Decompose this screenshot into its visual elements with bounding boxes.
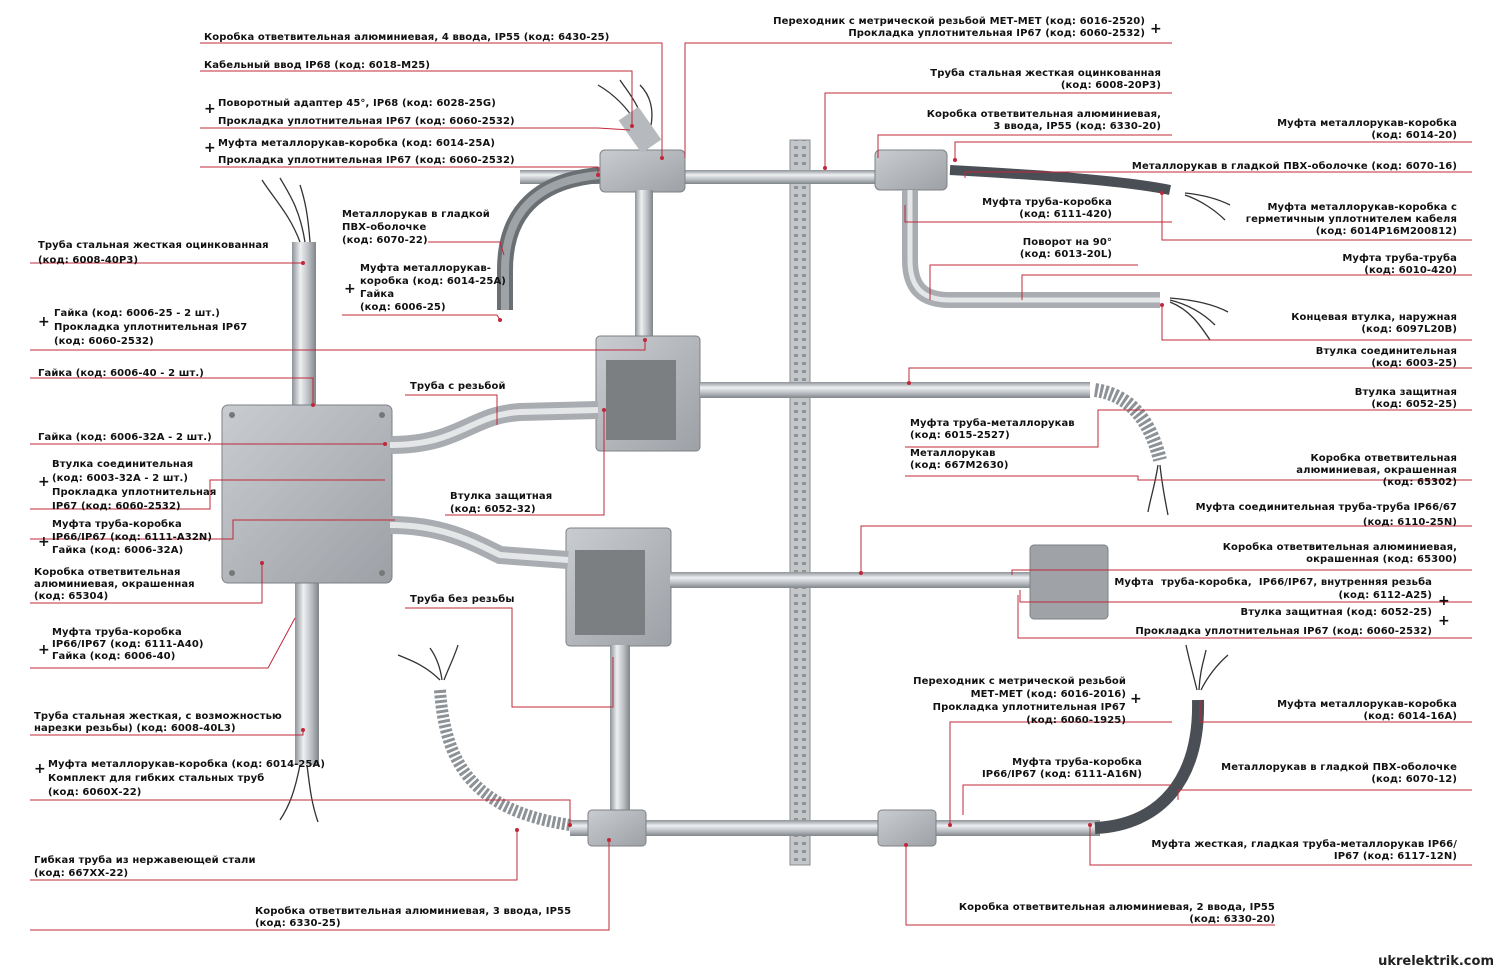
plus-sign: + <box>38 642 50 658</box>
label-painted-box-65304: Коробка ответвительная алюминиевая, окра… <box>34 567 195 602</box>
plus-sign: + <box>1130 691 1142 707</box>
label-stainless-hose: Гибкая труба из нержавеющей стали (код: … <box>34 855 256 879</box>
label-pipe-hose-coupling: Муфта труба-металлорукав (код: 6015-2527… <box>910 418 1075 441</box>
label-protective-bushing-25-top: Втулка защитная (код: 6052-25) <box>1354 387 1457 410</box>
label-pipe-box-coupling-32: Муфта труба-коробка IP66/IP67 (код: 6111… <box>52 519 213 556</box>
painted-box-right <box>1029 544 1109 620</box>
label-painted-box-65302: Коробка ответвительная алюминиевая, окра… <box>1296 453 1457 488</box>
label-rigid-pipe-hose-coupling: Муфта жесткая, гладкая труба-металлорука… <box>1151 839 1457 862</box>
label-pipe-pipe-coupling: Муфта труба-труба (код: 6010-420) <box>1342 253 1457 276</box>
plus-sign: + <box>344 281 356 297</box>
metal-hose-right <box>1093 383 1167 462</box>
pvc-hose-top <box>949 165 1171 195</box>
plus-sign: + <box>204 140 216 156</box>
label-nut-gasket: Гайка (код: 6006-25 - 2 шт.) Прокладка у… <box>54 308 248 347</box>
label-nut-32: Гайка (код: 6006-32А - 2 шт.) <box>38 432 212 443</box>
bottom-pipe <box>570 820 1100 836</box>
right-top-box <box>874 149 948 191</box>
leader-lines <box>30 42 1472 931</box>
plus-sign: + <box>1438 593 1450 609</box>
label-hose-box-sealed: Муфта металлорукав-коробка с герметичным… <box>1245 202 1457 237</box>
label-pvc-hose-22: Металлорукав в гладкой ПВХ-оболочке (код… <box>342 209 490 246</box>
wires-bottom-left <box>279 764 319 823</box>
bottom-box-2 <box>877 809 937 847</box>
label-rigid-pipe-40: Труба стальная жесткая оцинкованная (код… <box>38 240 269 266</box>
label-gasket-1: Прокладка уплотнительная IP67 (код: 6060… <box>218 116 515 127</box>
left-vertical-pipe <box>292 242 319 765</box>
label-protective-bushing-25-mid: Втулка защитная (код: 6052-25) <box>1240 607 1432 618</box>
watermark: ukrelektrik.com <box>1378 954 1494 969</box>
label-hose-box-coupling-16: Муфта металлорукав-коробка (код: 6014-16… <box>1277 699 1457 722</box>
large-junction-box <box>221 404 393 584</box>
label-box-4-inputs: Коробка ответвительная алюминиевая, 4 вв… <box>204 32 610 43</box>
label-nut-40: Гайка (код: 6006-40 - 2 шт.) <box>38 368 204 379</box>
wires-top-left <box>261 177 311 243</box>
label-coupling-nut-25: Муфта металлорукав- коробка (код: 6014-2… <box>360 263 506 313</box>
plus-sign: + <box>38 314 50 330</box>
label-met-met-adapter-2016: Переходник с метрической резьбой МЕТ-МЕТ… <box>913 676 1126 726</box>
label-cable-gland: Кабельный ввод IP68 (код: 6018-М25) <box>204 60 431 71</box>
top-metal-hose <box>497 167 601 310</box>
label-unthreaded-pipe: Труба без резьбы <box>410 594 515 605</box>
label-pipe-box-coupling-40: Муфта труба-коробка IP66/IP67 (код: 6111… <box>52 627 204 662</box>
label-rigid-pipe-20: Труба стальная жесткая оцинкованная (код… <box>930 68 1161 91</box>
plus-sign: + <box>38 474 50 490</box>
label-end-bushing: Концевая втулка, наружная (код: 6097L20В… <box>1291 312 1457 335</box>
label-rigid-pipe-threadable: Труба стальная жесткая, с возможностью н… <box>34 711 282 734</box>
bottom-box-3 <box>587 809 647 847</box>
top-junction-box <box>599 149 686 193</box>
label-gasket-right: Прокладка уплотнительная IP67 (код: 6060… <box>1135 626 1432 637</box>
label-box-3-inputs-25: Коробка ответвительная алюминиевая, 3 вв… <box>255 906 572 929</box>
label-hose-box-coupling-20: Муфта металлорукав-коробка (код: 6014-20… <box>1277 118 1457 141</box>
label-pipe-box-coupling-420: Муфта труба-коробка (код: 6111-420) <box>982 197 1112 220</box>
label-threaded-pipe: Труба с резьбой <box>410 381 506 392</box>
mounting-rail <box>789 139 811 866</box>
plus-sign: + <box>38 534 50 550</box>
pvc-hose-bottom <box>1094 699 1205 834</box>
plus-sign: + <box>204 101 216 117</box>
label-coupling-kit: Муфта металлорукав-коробка (код: 6014-25… <box>48 759 326 798</box>
label-pvc-hose-12: Металлорукав в гладкой ПВХ-оболочке (код… <box>1221 762 1457 785</box>
label-protective-bushing-32: Втулка защитная (код: 6052-32) <box>450 491 553 515</box>
label-painted-box-65300: Коробка ответвительная алюминиевая, окра… <box>1222 542 1457 565</box>
label-bushing-gasket: Втулка соединительная (код: 6003-32А - 2… <box>52 459 217 512</box>
plus-sign: + <box>34 761 46 777</box>
label-swivel-adapter: Поворотный адаптер 45°, IP68 (код: 6028-… <box>218 98 496 109</box>
label-box-2-inputs: Коробка ответвительная алюминиевая, 2 вв… <box>958 902 1275 925</box>
label-90-bend: Поворот на 90° (код: 6013-20L) <box>1019 237 1112 260</box>
label-pipe-box-internal-thread: Муфта труба-коробка, IP66/IP67, внутренн… <box>1114 577 1432 601</box>
stainless-hose <box>434 689 571 831</box>
label-pipe-box-coupling-16: Муфта труба-коробка IP66/IP67 (код: 6111… <box>981 757 1142 780</box>
plus-sign: + <box>1150 21 1162 37</box>
label-pipe-pipe-coupling-ip66: Муфта соединительная труба-труба IP66/67… <box>1195 502 1457 528</box>
label-met-met-adapter-2520: Переходник с метрической резьбой МЕТ-МЕТ… <box>773 16 1145 39</box>
label-connecting-bushing-25: Втулка соединительная (код: 6003-25) <box>1315 346 1457 369</box>
label-metal-hose-667: Металлорукав (код: 667М2630) <box>910 448 1009 471</box>
plus-sign: + <box>1438 613 1450 629</box>
label-gasket-2: Прокладка уплотнительная IP67 (код: 6060… <box>218 155 515 166</box>
label-box-3-inputs-20: Коробка ответвительная алюминиевая, 3 вв… <box>926 109 1161 132</box>
label-pvc-hose-16: Металлорукав в гладкой ПВХ-оболочке (код… <box>1131 161 1457 172</box>
label-hose-box-coupling: Муфта металлорукав-коробка (код: 6014-25… <box>218 138 496 149</box>
